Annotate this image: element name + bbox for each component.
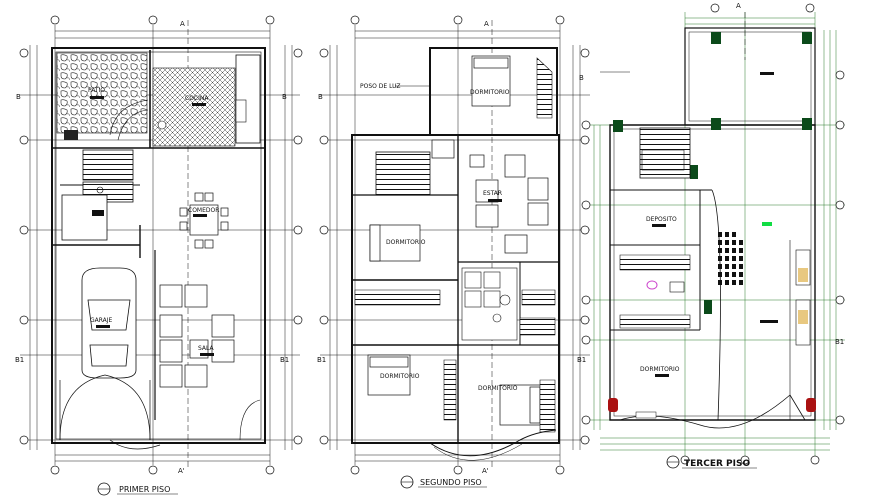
section-mark-b-left-2: B bbox=[318, 93, 323, 101]
section-mark-b-right-2: B bbox=[579, 74, 584, 82]
grid-bubbles-3 bbox=[581, 3, 845, 465]
title-primer-piso: PRIMER PISO bbox=[97, 482, 178, 496]
section-mark-b-left-1: B bbox=[16, 93, 21, 101]
balcony-curve-3 bbox=[619, 394, 791, 429]
kitchen-counter bbox=[235, 54, 261, 144]
room-label-dormitorio-bottom-left: DORMITORIO bbox=[380, 373, 420, 380]
section-mark-a-top-3: A bbox=[736, 2, 741, 10]
dining-table-set bbox=[179, 192, 229, 249]
bed-bottom-right bbox=[499, 384, 543, 426]
section-mark-a-top-2: A bbox=[484, 20, 489, 28]
grid-bubbles-2 bbox=[319, 15, 590, 475]
room-label-patio: PATIO bbox=[88, 87, 105, 94]
room-label-estar: ESTAR bbox=[483, 190, 502, 197]
room-label-poso-de-luz: POSO DE LUZ bbox=[360, 83, 401, 90]
stairs-primer-piso bbox=[82, 149, 134, 181]
patio-arc bbox=[109, 99, 149, 136]
columns-red bbox=[608, 398, 816, 412]
room-label-dormitorio-top: DORMITORIO bbox=[470, 89, 510, 96]
bed-top bbox=[471, 55, 511, 107]
title-segundo-piso: SEGUNDO PISO bbox=[400, 475, 487, 489]
walls-tercer-piso bbox=[609, 27, 816, 421]
water-heater bbox=[64, 130, 78, 140]
living-room-furniture bbox=[159, 284, 235, 388]
section-mark-b1-left-2: B1 bbox=[317, 356, 326, 364]
dimension-lines-2 bbox=[320, 25, 590, 465]
plan-segundo-piso: A A' B B B1 B1 DORMITORIO POSO DE LUZ bbox=[317, 15, 590, 489]
plan-title-tercer-piso: TERCER PISO bbox=[684, 459, 750, 469]
room-label-deposito: DEPOSITO bbox=[646, 216, 677, 223]
dimension-lines-3 bbox=[590, 12, 845, 460]
section-mark-a-bottom-1: A' bbox=[178, 467, 185, 475]
room-label-cocina: COCINA bbox=[185, 95, 209, 102]
bed-left-mid bbox=[369, 224, 421, 262]
room-label-dormitorio-tercer: DORMITORIO bbox=[640, 366, 680, 373]
room-label-sala: SALA bbox=[198, 345, 215, 352]
patio-stone-floor bbox=[56, 52, 148, 134]
bathroom-tile-grid bbox=[718, 232, 743, 285]
estar-furniture bbox=[469, 154, 549, 254]
room-label-dormitorio-bottom-right: DORMITORIO bbox=[478, 385, 518, 392]
plan-tercer-piso: A B1 bbox=[581, 2, 845, 469]
kitchen-tile-floor bbox=[152, 67, 236, 147]
green-marker bbox=[762, 222, 772, 226]
sink-pink-icon bbox=[646, 280, 658, 290]
car-icon bbox=[81, 267, 137, 379]
bed-bottom-left bbox=[367, 354, 411, 396]
garage-door-arcs bbox=[59, 374, 161, 450]
stairs-segundo-piso bbox=[375, 151, 431, 196]
section-mark-a-top-1: A bbox=[180, 20, 185, 28]
plan-primer-piso: A A' B B B1 B1 bbox=[15, 15, 303, 496]
plan-title-segundo-piso: SEGUNDO PISO bbox=[420, 478, 482, 487]
room-label-garaje: GARAJE bbox=[90, 317, 113, 324]
yellow-furniture bbox=[795, 249, 811, 346]
columns-dark bbox=[613, 32, 812, 314]
balcony-curve-2 bbox=[429, 429, 557, 457]
section-mark-b-right-1: B bbox=[282, 93, 287, 101]
sink-icon bbox=[157, 120, 167, 130]
section-mark-b1-right-3: B1 bbox=[835, 338, 844, 346]
plan-title-primer-piso: PRIMER PISO bbox=[119, 485, 170, 494]
room-label-dormitorio-left: DORMITORIO bbox=[386, 239, 426, 246]
section-mark-b1-right-1: B1 bbox=[280, 356, 289, 364]
title-tercer-piso: TERCER PISO bbox=[666, 455, 757, 469]
room-label-comedor: COMEDOR bbox=[188, 207, 219, 214]
closet-top bbox=[536, 57, 553, 119]
section-mark-a-bottom-2: A' bbox=[482, 467, 489, 475]
half-bath bbox=[61, 194, 108, 241]
bathroom-center bbox=[461, 267, 518, 341]
section-mark-b1-left-1: B1 bbox=[15, 356, 24, 364]
grid-bubbles-1 bbox=[19, 15, 303, 475]
section-mark-b1-right-2: B1 bbox=[577, 356, 586, 364]
